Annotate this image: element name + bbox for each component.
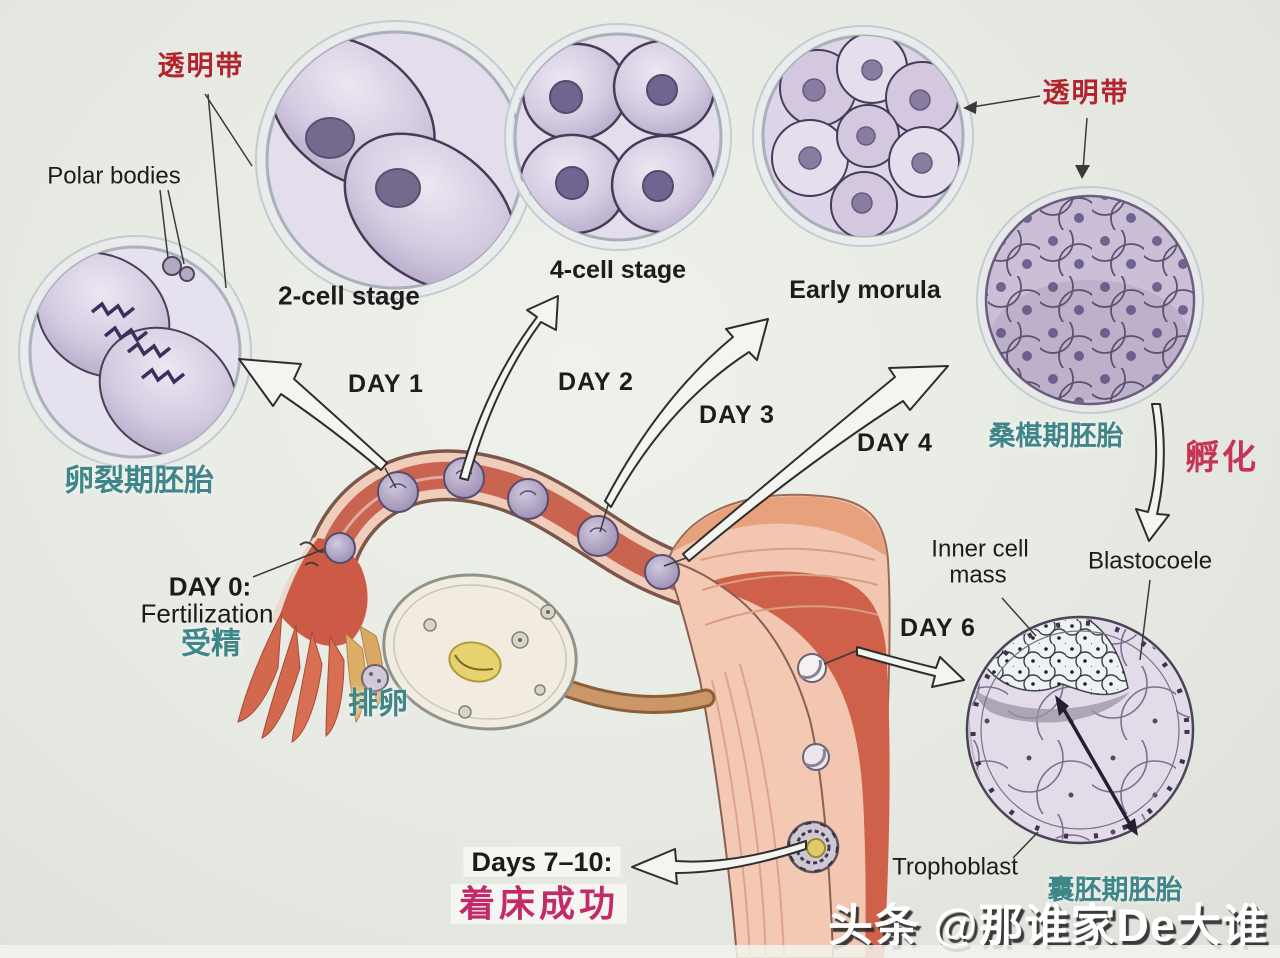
early-morula xyxy=(752,25,974,247)
day2-arrow xyxy=(459,295,559,481)
polar-bodies-label: Polar bodies xyxy=(47,162,181,190)
tube-embryos xyxy=(324,457,680,590)
two-cell-embryo xyxy=(255,20,535,300)
sperm-squiggles xyxy=(299,541,327,567)
fimbriae xyxy=(237,536,384,743)
zona-arrowhead xyxy=(963,101,977,114)
zona-pellucida-label-topleft: 透明带 xyxy=(157,50,245,81)
cleavage-embryo-label: 卵裂期胚胎 xyxy=(64,464,214,498)
fertilization-cn-label: 受精 xyxy=(181,627,241,661)
fertilized-egg xyxy=(18,235,252,469)
late-morula xyxy=(976,186,1204,414)
inner-cell-mass-label-line2: mass xyxy=(949,561,1007,589)
blastocyst xyxy=(965,615,1195,845)
days7-10-arrow xyxy=(631,840,807,885)
fertilization-label: Fertilization xyxy=(140,598,274,629)
nucleus xyxy=(375,168,421,208)
day1-label: DAY 1 xyxy=(348,369,424,398)
trophoblast-label: Trophoblast xyxy=(892,853,1018,881)
zona-arrowhead xyxy=(1075,165,1090,179)
bottom-strip xyxy=(0,945,1280,958)
two-cell-stage-label: 2-cell stage xyxy=(278,280,420,311)
day0-label: DAY 0: xyxy=(168,571,252,602)
corpus-luteum xyxy=(448,641,502,683)
uterine-cavity xyxy=(700,571,890,958)
implantation-label: 着床成功 xyxy=(450,884,628,924)
day3-arrow xyxy=(604,318,769,508)
hatching-label: 孵化 xyxy=(1185,439,1259,478)
day6-label: DAY 6 xyxy=(900,613,976,642)
nucleus xyxy=(305,117,355,159)
blastocoele-arrow xyxy=(1060,705,1133,827)
day2-label: DAY 2 xyxy=(558,367,634,396)
implantation-site xyxy=(786,820,840,874)
morula-embryo-label: 桑椹期胚胎 xyxy=(988,420,1124,451)
blastocyst-embryo-label: 囊胚期胚胎 xyxy=(1047,874,1183,905)
hatching-arrow xyxy=(1135,403,1170,542)
four-cell-stage-label: 4-cell stage xyxy=(549,255,687,284)
day4-label: DAY 4 xyxy=(857,428,933,457)
day3-label: DAY 3 xyxy=(699,400,775,429)
day4-arrow xyxy=(682,365,949,562)
ovary-follicles xyxy=(423,604,556,719)
uterine-wall-embryos xyxy=(797,653,830,771)
zona-pellucida-label-topright: 透明带 xyxy=(1042,77,1130,108)
four-cell-embryo xyxy=(504,23,732,251)
early-morula-label: Early morula xyxy=(789,275,941,304)
days7-10-label: Days 7–10: xyxy=(463,846,621,878)
blastocoele-label: Blastocoele xyxy=(1087,547,1213,575)
stage-arrows xyxy=(238,295,1170,885)
leader-lines xyxy=(159,93,1151,859)
inner-cell-mass-label-line1: Inner cell xyxy=(931,535,1029,563)
watermark: 头条 @那谁家De大谁的Vlog xyxy=(828,900,1268,951)
ovulated-egg xyxy=(361,664,389,692)
trophoblast-ring xyxy=(970,620,1190,840)
day6-arrow xyxy=(856,646,965,688)
day1-arrow xyxy=(238,358,388,471)
chromosome-squiggles xyxy=(90,301,149,343)
polar-body xyxy=(179,266,195,282)
ovulation-label: 排卵 xyxy=(348,687,408,721)
polar-body xyxy=(162,256,182,276)
